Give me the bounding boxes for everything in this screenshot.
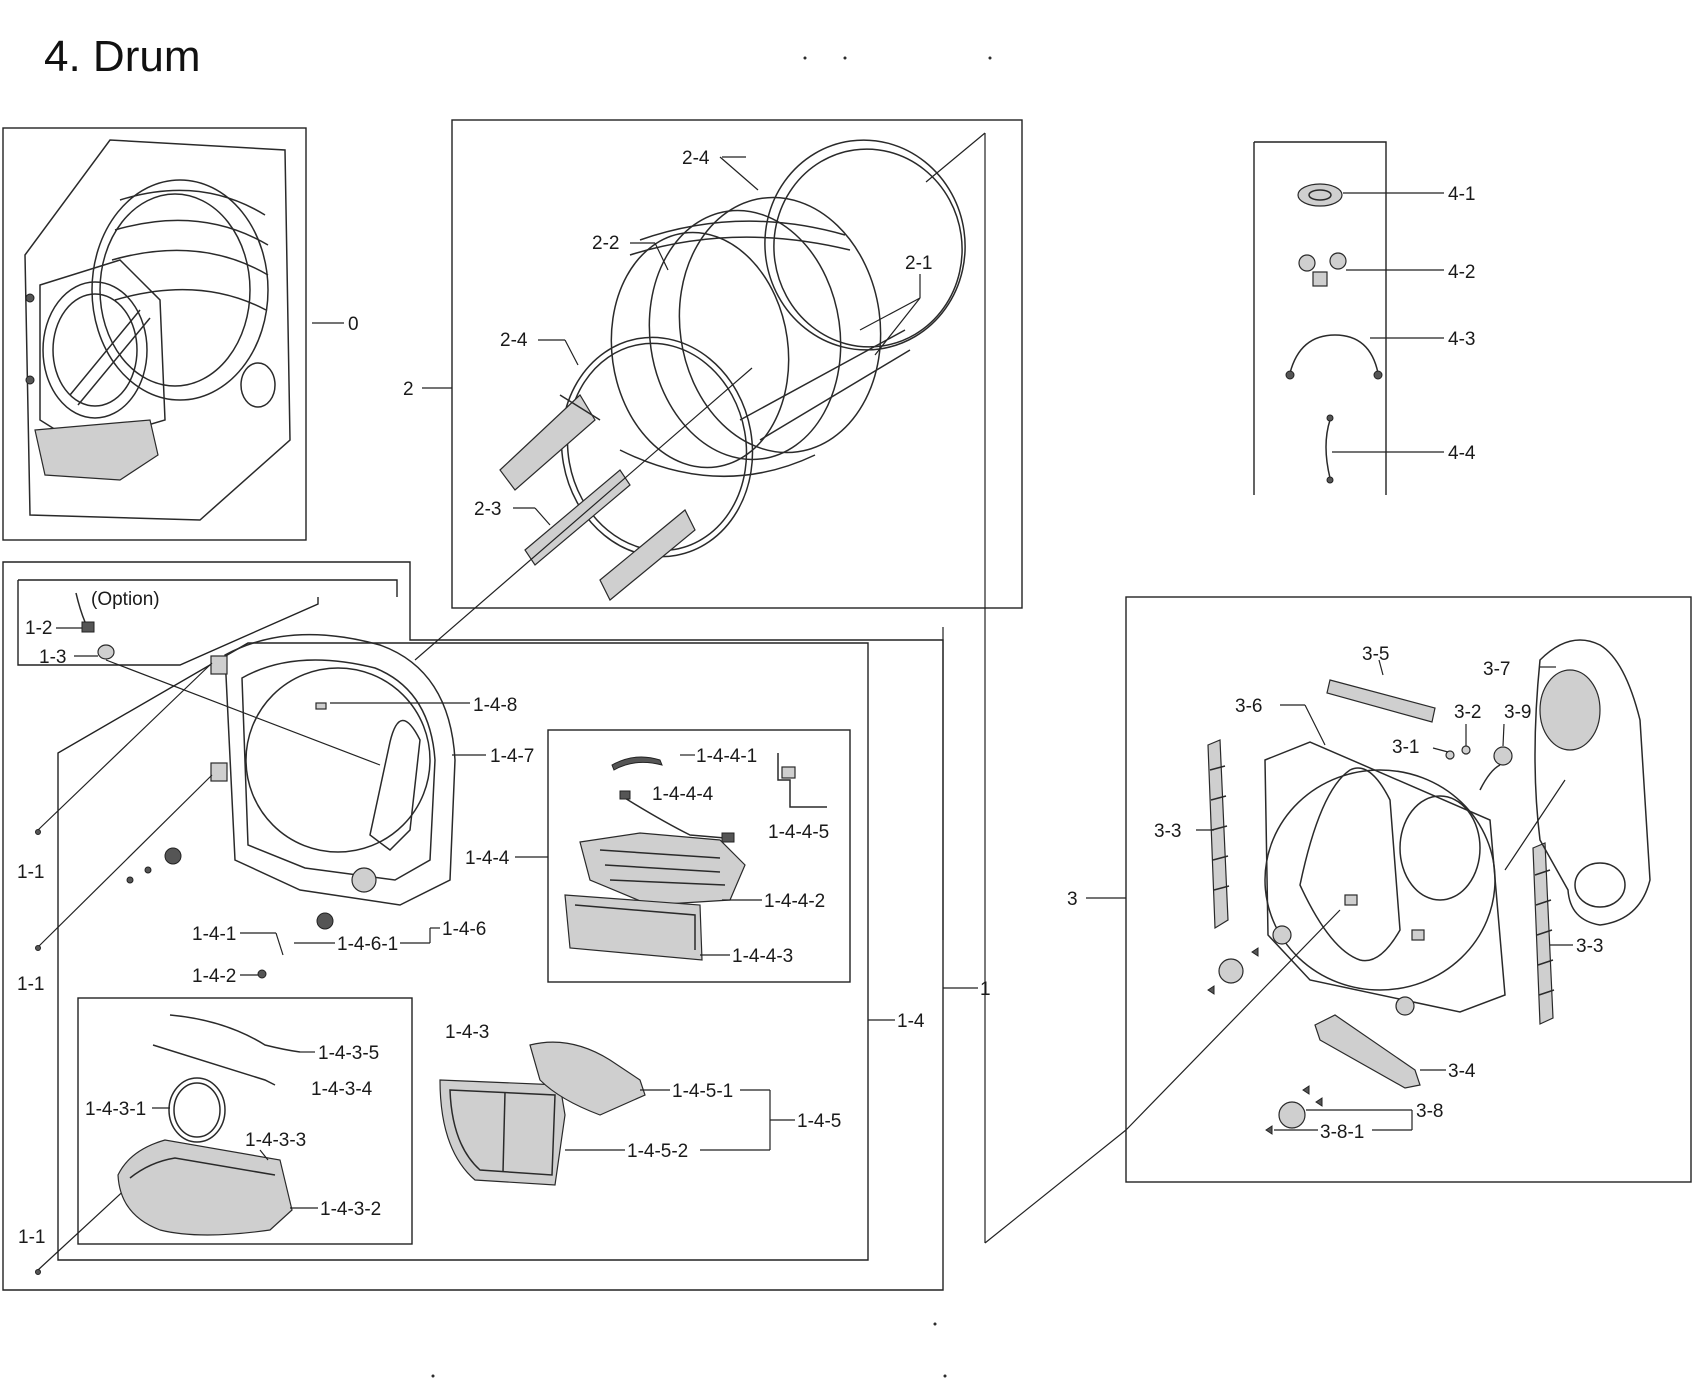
callout-2-4-bottom: 2-4 xyxy=(500,330,528,351)
callout-3: 3 xyxy=(1067,889,1078,910)
callout-1-4-5-2: 1-4-5-2 xyxy=(627,1141,688,1162)
assembly-0-frame xyxy=(2,127,307,541)
callout-3-1: 3-1 xyxy=(1392,737,1419,758)
leader-2-4a xyxy=(719,156,759,191)
leader-2-1-b xyxy=(874,297,921,356)
callout-1-4-3-4: 1-4-3-4 xyxy=(311,1079,373,1100)
leader-3-5 xyxy=(1378,659,1384,676)
nut-1-4-2 xyxy=(257,969,267,979)
scan-dot xyxy=(988,56,992,60)
callout-3-4: 3-4 xyxy=(1448,1061,1476,1082)
callout-1-4-4-4: 1-4-4-4 xyxy=(652,784,714,805)
option-label: (Option) xyxy=(91,589,160,610)
callout-4-3: 4-3 xyxy=(1448,329,1475,350)
callout-1-4-6: 1-4-6 xyxy=(442,919,486,940)
callout-1-1-bottom: 1-1 xyxy=(18,1227,45,1248)
bracket-top-diag xyxy=(925,132,986,183)
leader-3-1 xyxy=(1432,747,1449,753)
callout-1-2: 1-2 xyxy=(25,618,52,639)
callout-1-1-middle: 1-1 xyxy=(17,974,44,995)
callout-3-5: 3-5 xyxy=(1362,644,1389,665)
bracket-bottom-diag xyxy=(984,1129,1127,1244)
subgroup-1-4-4-frame xyxy=(547,729,851,983)
callout-1-4-4-3: 1-4-4-3 xyxy=(732,946,793,967)
leader-2-2 xyxy=(654,242,669,271)
callout-3-6: 3-6 xyxy=(1235,696,1262,717)
leader-2-1-a xyxy=(859,297,921,331)
callout-2-4-top: 2-4 xyxy=(682,148,710,169)
callout-4-4: 4-4 xyxy=(1448,443,1476,464)
callout-1-4-5-1: 1-4-5-1 xyxy=(672,1081,733,1102)
leader-rear-to-frame xyxy=(1125,909,1341,1131)
subgroup-1-4-4-parts xyxy=(564,753,827,961)
scan-dot xyxy=(803,56,807,60)
callout-1-3: 1-3 xyxy=(39,647,66,668)
leader-2-3 xyxy=(534,507,551,526)
option-group-frame xyxy=(17,579,398,666)
callout-2-2: 2-2 xyxy=(592,233,619,254)
accessory-parts xyxy=(1285,183,1383,484)
option-parts xyxy=(75,592,115,660)
callout-1-1-top: 1-1 xyxy=(17,862,44,883)
callout-1-4-8: 1-4-8 xyxy=(473,695,517,716)
callout-1-4-3-3: 1-4-3-3 xyxy=(245,1130,306,1151)
leader-2-4b xyxy=(564,339,579,366)
callout-1-4-6-1: 1-4-6-1 xyxy=(337,934,398,955)
callout-3-8: 3-8 xyxy=(1416,1101,1443,1122)
lint-filter-parts xyxy=(439,1041,646,1186)
callout-1-4-4-1: 1-4-4-1 xyxy=(696,746,757,767)
callout-2: 2 xyxy=(403,379,414,400)
subgroup-1-4-3-frame xyxy=(77,997,413,1245)
scan-dot xyxy=(933,1322,937,1326)
leader-1-4-1-b xyxy=(275,932,284,956)
callout-1-4-4: 1-4-4 xyxy=(465,848,510,869)
scan-dot xyxy=(843,56,847,60)
callout-1-4-2: 1-4-2 xyxy=(192,966,236,987)
callout-0: 0 xyxy=(348,314,359,335)
callout-1-4-3-2: 1-4-3-2 xyxy=(320,1199,381,1220)
callout-3-2: 3-2 xyxy=(1454,702,1481,723)
callout-1-4-4-2: 1-4-4-2 xyxy=(764,891,825,912)
callout-1-4-1: 1-4-1 xyxy=(192,924,236,945)
drum-parts xyxy=(499,139,966,601)
callout-2-1: 2-1 xyxy=(905,253,932,274)
accessory-group-4-frame xyxy=(1253,141,1387,495)
leader-3-9 xyxy=(1502,723,1505,747)
callout-1-4-7: 1-4-7 xyxy=(490,746,534,767)
callout-3-8-1: 3-8-1 xyxy=(1320,1122,1364,1143)
leader-panel-to-duct xyxy=(1504,779,1566,871)
callout-3-9: 3-9 xyxy=(1504,702,1531,723)
callout-1: 1 xyxy=(980,979,991,1000)
complete-drum-assembly xyxy=(24,139,291,521)
callout-1-4-4-5: 1-4-4-5 xyxy=(768,822,829,843)
drum-group-2-frame xyxy=(451,119,1023,609)
callout-1-4-3: 1-4-3 xyxy=(445,1022,489,1043)
callout-3-7: 3-7 xyxy=(1483,659,1510,680)
callout-1-4: 1-4 xyxy=(897,1011,925,1032)
scan-dot xyxy=(431,1374,435,1378)
front-panel-parts xyxy=(126,633,456,930)
page-title: 4. Drum xyxy=(44,32,200,81)
leader-1-4-3-3 xyxy=(259,1149,269,1161)
callout-4-2: 4-2 xyxy=(1448,262,1475,283)
callout-1-4-3-5: 1-4-3-5 xyxy=(318,1043,379,1064)
callout-4-1: 4-1 xyxy=(1448,184,1475,205)
leader-3-6 xyxy=(1304,704,1326,746)
callout-2-3: 2-3 xyxy=(474,499,501,520)
scan-dot xyxy=(943,1374,947,1378)
callout-3-3-left: 3-3 xyxy=(1154,821,1181,842)
subgroup-1-4-3-parts xyxy=(117,1014,301,1236)
screw-parts xyxy=(35,662,213,1275)
callout-1-4-5: 1-4-5 xyxy=(797,1111,841,1132)
callout-1-4-3-1: 1-4-3-1 xyxy=(85,1099,146,1120)
rear-parts xyxy=(1207,639,1651,1135)
leader-drum-to-front xyxy=(414,367,753,661)
rear-group-3-frame xyxy=(1125,596,1692,1183)
callout-3-3-right: 3-3 xyxy=(1576,936,1603,957)
